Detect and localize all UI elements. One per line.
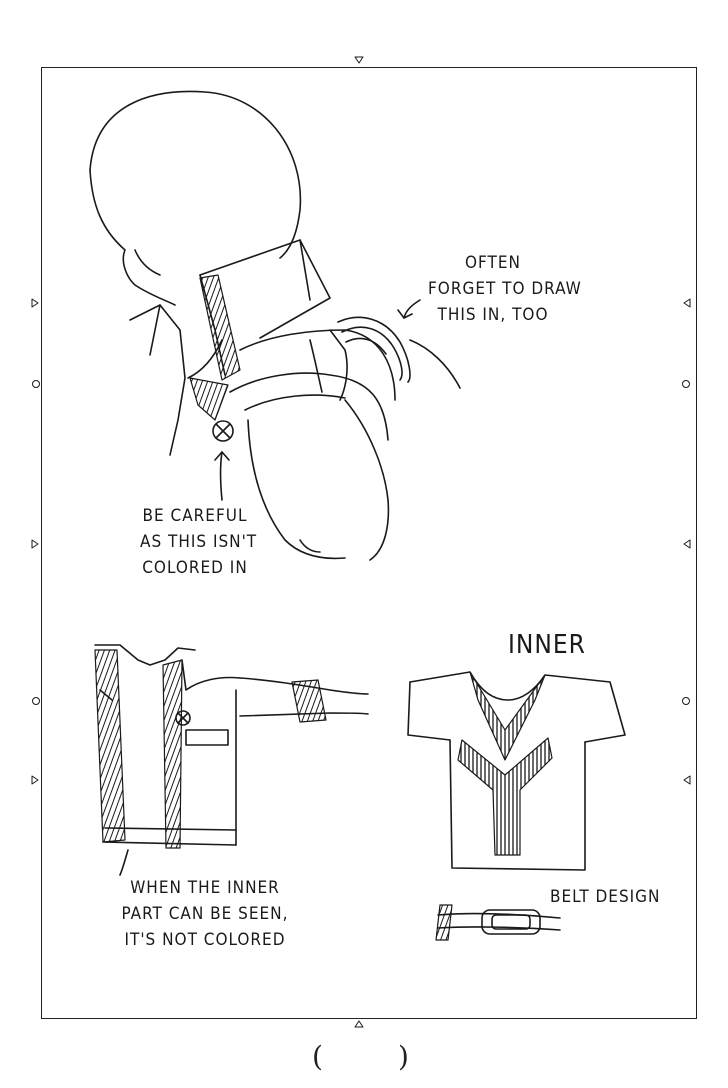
registration-triangle-icon [354,56,364,64]
inner-heading: INNER [508,630,586,660]
registration-triangle-icon [31,539,39,549]
collar-shoulder-sketch [89,90,461,561]
registration-marks [31,56,691,1028]
registration-circle-icon [682,697,690,705]
registration-circle-icon [32,697,40,705]
registration-triangle-icon [683,539,691,549]
open-paren: ( [312,1040,323,1073]
note-be-careful: BE CAREFUL AS THIS ISN'T COLORED IN [140,506,258,578]
inner-shirt-sketch [407,671,626,871]
registration-triangle-icon [683,298,691,308]
registration-triangle-icon [354,1020,364,1028]
registration-triangle-icon [683,775,691,785]
note-belt-design: BELT DESIGN [550,887,661,907]
registration-circle-icon [682,380,690,388]
open-jacket-sketch [94,644,369,876]
registration-triangle-icon [31,775,39,785]
page-panel-border [41,67,697,1019]
belt-sketch [435,904,561,941]
close-paren: ) [398,1040,409,1073]
registration-circle-icon [32,380,40,388]
registration-triangle-icon [31,298,39,308]
note-often-forget: OFTEN FORGET TO DRAW THIS IN, TOO [428,253,582,325]
note-inner-part: WHEN THE INNER PART CAN BE SEEN, IT'S NO… [121,878,289,950]
